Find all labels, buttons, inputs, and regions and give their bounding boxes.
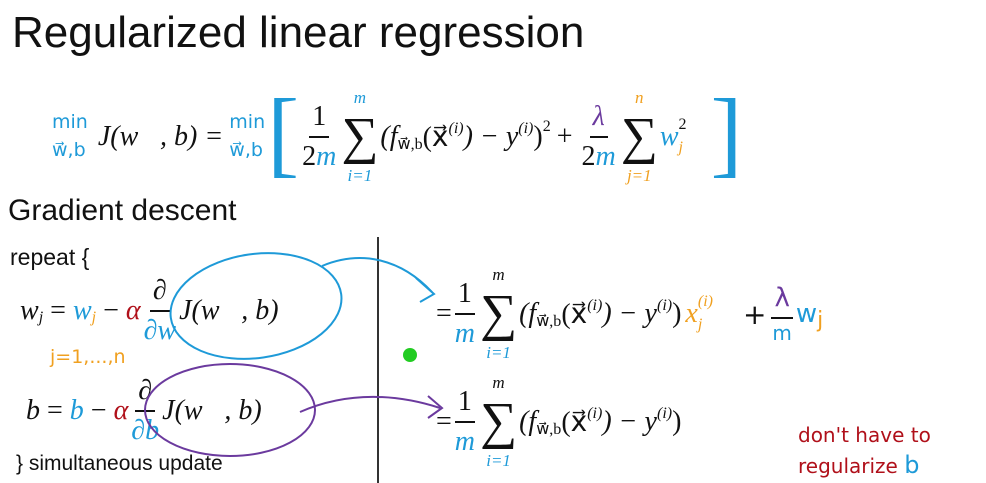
f-sub: w⃗,b <box>536 313 562 330</box>
min-sub: w⃗,b <box>52 139 86 161</box>
note: don't have to regularize b <box>798 420 931 481</box>
f-sub: w⃗,b <box>536 421 562 438</box>
frac-den-2: 2 <box>302 141 317 172</box>
repeat-open: repeat { <box>10 244 90 270</box>
min-sub: w⃗,b <box>229 139 263 161</box>
frac-den-2: 2 <box>581 141 596 172</box>
w: w <box>795 299 818 329</box>
y-sup: (i) <box>656 297 673 314</box>
w-sup: 2 <box>678 116 687 134</box>
divider <box>377 237 379 483</box>
square: 2 <box>542 118 551 135</box>
left-bracket: [ <box>267 79 300 186</box>
x: (x⃗ <box>561 407 588 438</box>
w-partial-circle <box>169 252 343 360</box>
x-j: x <box>685 298 698 329</box>
note-line1: don't have to <box>798 423 931 447</box>
minus-y: ) − y <box>602 298 657 329</box>
lambda: λ <box>771 283 793 319</box>
x-j-sub: j <box>697 316 703 333</box>
gradient-heading: Gradient descent <box>8 194 237 227</box>
b-arrow <box>299 395 441 413</box>
cursor-dot <box>403 348 417 362</box>
b-update: b = b − α ∂∂b J(w⃗, b) <box>26 375 262 446</box>
slide-title: Regularized linear regression <box>12 8 585 57</box>
sum-bottom: j=1 <box>626 165 652 185</box>
sum-top: m <box>353 88 366 108</box>
b-partial-circle <box>144 363 316 457</box>
equals: = <box>436 406 452 437</box>
repeat-close: } simultaneous update <box>16 452 223 475</box>
paren: ) <box>672 406 682 437</box>
sum-bottom: i=1 <box>347 165 373 185</box>
sum-top: m <box>492 265 505 285</box>
w: w <box>659 121 679 152</box>
j-range: j=1,...,n <box>50 346 126 368</box>
frac-num: 1 <box>309 100 330 138</box>
min-label: min <box>229 111 266 134</box>
paren: ) <box>533 121 543 152</box>
paren: ) <box>672 298 682 329</box>
x-sup: (i) <box>448 120 464 137</box>
sum-bottom: i=1 <box>486 342 511 362</box>
alpha: α <box>113 395 129 426</box>
alpha: α <box>125 295 141 326</box>
x: (x⃗ <box>422 122 449 153</box>
x: (x⃗ <box>561 299 588 330</box>
minus: − <box>83 395 114 426</box>
frac-den: m <box>454 318 476 349</box>
min-label: min <box>52 111 88 134</box>
frac-den: m <box>454 426 476 457</box>
x-sup: (i) <box>587 297 603 314</box>
y-sup: (i) <box>518 120 534 137</box>
equals: = <box>436 298 452 329</box>
note-line2: regularize <box>798 454 898 478</box>
frac-den-m: m <box>316 141 337 172</box>
b-arrow-head <box>427 395 444 419</box>
cost-J: J(w⃗, b) <box>179 295 279 326</box>
equals: = <box>40 395 70 426</box>
w: w <box>20 295 39 326</box>
w-sub: j <box>91 309 97 326</box>
w: w <box>72 295 92 326</box>
f-sub: w⃗,b <box>397 136 423 153</box>
f: (f <box>519 298 537 329</box>
equals: = <box>43 295 73 326</box>
partial: ∂ <box>149 274 170 312</box>
plus: + <box>742 297 767 331</box>
x-j-sup: (i) <box>697 293 713 311</box>
frac-den-m: m <box>595 141 616 172</box>
minus: − <box>96 295 126 326</box>
cost-lhs: J(w⃗, b) = <box>97 121 224 152</box>
f: (f <box>380 121 398 152</box>
right-bracket: ] <box>710 79 743 186</box>
f: (f <box>519 406 537 437</box>
frac-den: m <box>772 320 792 345</box>
note-b: b <box>904 451 920 479</box>
w-arrow-head <box>415 277 436 303</box>
w-sub: j <box>678 139 683 156</box>
sum-bottom: i=1 <box>486 450 511 470</box>
sum-top: n <box>635 88 644 108</box>
sum-top: m <box>492 373 505 393</box>
y-sup: (i) <box>656 405 673 422</box>
frac-num: 1 <box>454 277 475 315</box>
x-sup: (i) <box>587 405 603 422</box>
b: b <box>69 395 84 426</box>
frac-num: 1 <box>454 385 475 423</box>
plus: + <box>556 121 573 152</box>
cost-J: J(w⃗, b) <box>162 395 262 426</box>
minus-y: ) − y <box>463 121 519 152</box>
minus-y: ) − y <box>602 406 657 437</box>
b: b <box>26 395 40 426</box>
w-sub: j <box>817 307 824 333</box>
lambda: λ <box>589 100 608 138</box>
w-sub: j <box>38 309 44 326</box>
